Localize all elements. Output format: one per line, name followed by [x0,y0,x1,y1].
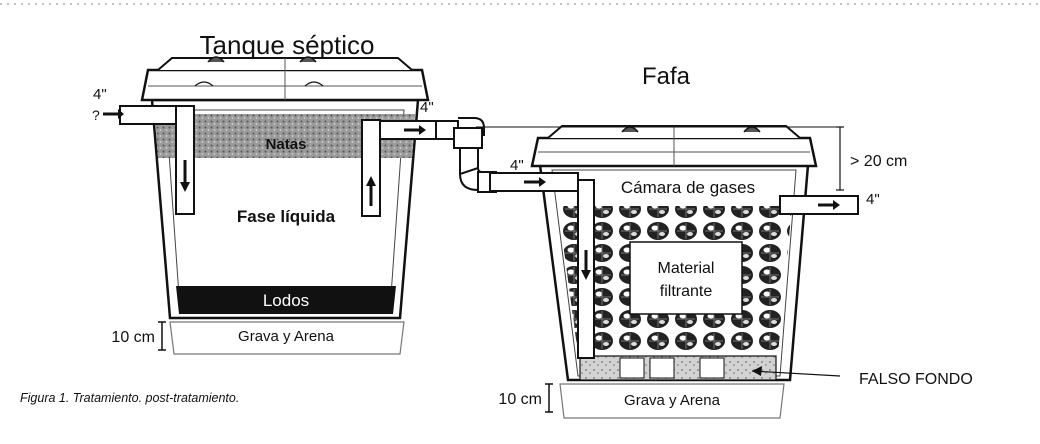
scum-layer [155,114,415,158]
fafa: Fafa Grava y Arena 10 cm Material filtra… [476,63,973,419]
fafa-down-arrow [581,270,591,280]
false-bottom [579,355,777,381]
septic-gravel-label: Grava y Arena [238,328,335,345]
scum-label: Natas [266,136,307,153]
false-bottom-callout-line [751,370,841,377]
fafa-inlet-arrow [539,177,546,187]
inlet-flow-arrow [118,109,124,119]
septic-outlet-size: 4" [420,99,434,116]
sludge-layer [176,286,396,314]
septic-inlet-pipe [119,105,177,125]
septic-outlet-tee [361,119,381,217]
septic-tank-title: Tanque séptico [200,30,375,60]
liquid-phase-label: Fase líquida [237,207,336,226]
filter-label-line2: filtrante [660,283,713,300]
filter-label-line1: Material [658,260,715,277]
septic-gravel-depth: 10 cm [111,329,155,346]
fafa-title: Fafa [642,63,691,90]
fafa-outlet-size: 4" [866,191,880,208]
connecting-pipe [435,117,497,193]
septic-up-arrow [366,176,376,186]
sludge-label: Lodos [263,291,309,310]
figure-caption: Figura 1. Tratamiento. post-tratamiento. [20,391,239,405]
fafa-gravel-depth: 10 cm [498,391,542,408]
septic-tank: Tanque séptico Grava y Arena 10 cm Natas… [92,30,437,355]
clearance-label: > 20 cm [850,153,907,170]
filter-label-box [629,241,743,315]
septic-down-arrow [180,182,190,192]
septic-inlet-symbol: ? [92,107,100,123]
false-bottom-label: FALSO FONDO [859,371,973,388]
septic-gravel-bed [169,321,405,355]
fafa-gravel-bed [559,383,785,419]
septic-inlet-size: 4" [93,86,107,103]
outlet-flow-arrow [419,125,426,135]
fafa-inlet-size: 4" [510,157,524,174]
fafa-gravel-label: Grava y Arena [624,392,721,409]
fafa-outlet-arrow [833,200,840,210]
gas-chamber-label: Cámara de gases [621,178,755,197]
